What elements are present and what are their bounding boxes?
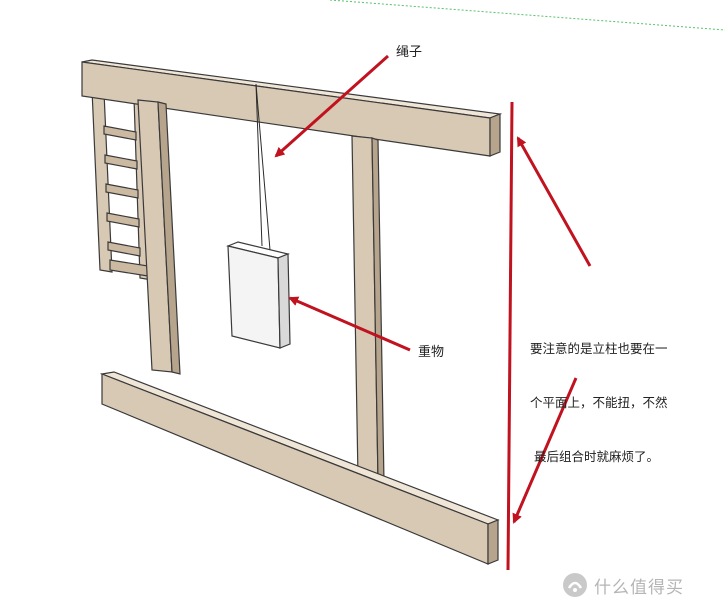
watermark-text: 什么值得买 — [594, 577, 684, 598]
smzdm-logo-icon — [563, 573, 587, 597]
note-line: 要注意的是立柱也要在一 — [530, 341, 668, 356]
note-arrow-up — [516, 136, 592, 267]
watermark: 什么值得买 — [562, 572, 684, 598]
right-post — [351, 135, 385, 483]
rope-arrow — [274, 54, 389, 158]
guide-line — [329, 0, 725, 31]
note-line: 个平面上，不能扭，不然 — [530, 395, 668, 410]
bottom-beam — [99, 371, 500, 565]
left-post — [137, 99, 181, 375]
rope-label: 绳子 — [396, 45, 423, 60]
top-beam — [81, 59, 503, 157]
note-text: 要注意的是立柱也要在一 个平面上，不能扭，不然 最后组合时就麻烦了。 — [530, 304, 668, 484]
note-line: 最后组合时就麻烦了。 — [530, 449, 659, 464]
plumb-rope — [255, 83, 271, 251]
plumb-weight — [226, 241, 291, 349]
vertical-reference-line — [506, 101, 514, 571]
weight-arrow — [288, 296, 411, 352]
note-arrow-down — [512, 377, 578, 524]
weight-label: 重物 — [418, 345, 445, 360]
